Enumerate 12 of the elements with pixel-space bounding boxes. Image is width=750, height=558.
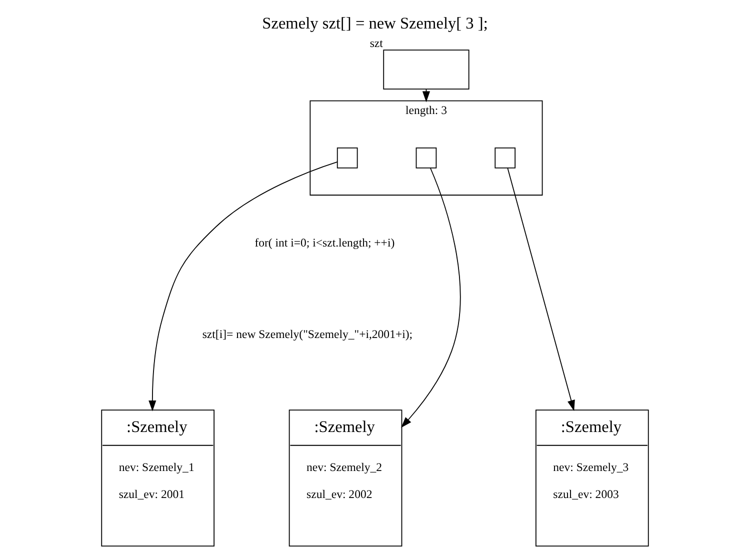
node-box bbox=[336, 148, 358, 168]
diagram-title: Szemely szt[] = new Szemely[ 3 ]; bbox=[262, 14, 488, 33]
cluster: length: 3 bbox=[310, 100, 543, 196]
label: for( int i=0; i<szt.length; ++i) bbox=[254, 236, 395, 250]
arrow bbox=[507, 168, 575, 412]
node-box bbox=[494, 148, 516, 168]
arrow bbox=[148, 161, 338, 412]
node-label: szt bbox=[370, 36, 383, 50]
label: szt[i]= new Szemely("Szemely_"+i,2001+i); bbox=[202, 328, 413, 341]
arrow bbox=[401, 168, 461, 428]
node-box bbox=[383, 50, 470, 90]
node-box bbox=[416, 148, 437, 168]
